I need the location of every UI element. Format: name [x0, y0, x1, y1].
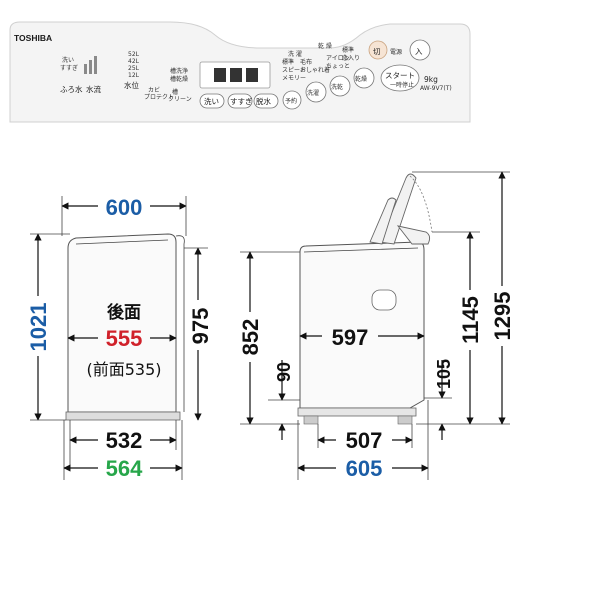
- dim-bg-back-width: [98, 325, 150, 349]
- control-panel: TOSHIBA 洗い すすぎ ふろ水 水流 52L 42L 25L 12L 水位…: [9, 21, 471, 123]
- dim-bottom-outer: 564: [106, 456, 143, 481]
- button-yoyaku[interactable]: [282, 90, 302, 110]
- button-kansou[interactable]: [353, 67, 375, 89]
- dim-lid-height: 1145: [458, 296, 483, 344]
- button-suiryu[interactable]: 水流: [86, 84, 101, 94]
- group-sentaku: 洗 濯: [288, 50, 302, 58]
- button-sentaku[interactable]: [305, 81, 327, 103]
- dim-side-depth: 597: [332, 325, 369, 350]
- label-sou-wash: 槽洗浄: [170, 67, 188, 75]
- side-top-edge: [303, 247, 419, 253]
- front-lid-edge: [75, 239, 169, 245]
- lcd-digits: [214, 68, 258, 82]
- dim-open-height: 1295: [490, 292, 515, 341]
- side-panel-top: [396, 225, 431, 245]
- dim-body-height: 975: [188, 308, 213, 345]
- level-12: 12L: [128, 72, 140, 79]
- button-power-off-label: 切: [373, 47, 381, 56]
- side-base: [297, 407, 417, 417]
- note-front-width: (前面535): [86, 360, 161, 379]
- dim-bg-bottom-outer: [98, 455, 150, 479]
- course-osharegi: おしゃれ着: [300, 66, 330, 74]
- course-speedy: スピード: [282, 67, 306, 74]
- course-hyoujun2: 標準: [342, 46, 354, 54]
- brand-logo: TOSHIBA: [14, 33, 52, 43]
- dim-bg-open-height: [490, 286, 514, 346]
- side-front-foot: [303, 415, 319, 425]
- dim-base-depth: 507: [346, 428, 383, 453]
- button-susugi-label: すすぎ: [230, 96, 253, 106]
- course-moufu: 毛布: [300, 58, 312, 66]
- button-kabi-1[interactable]: カビ: [148, 86, 160, 94]
- button-susugi[interactable]: [227, 93, 253, 109]
- button-sou-clean-1[interactable]: 槽: [172, 88, 178, 96]
- label-sou-dry: 槽乾燥: [170, 75, 188, 83]
- button-arai[interactable]: [199, 93, 225, 109]
- side-open-lid-inner: [369, 197, 397, 245]
- side-rear-foot: [397, 415, 413, 425]
- dim-bg-bottom-inner: [98, 427, 150, 451]
- side-detergent-door: [371, 289, 397, 311]
- button-dassui[interactable]: [253, 93, 279, 109]
- button-sen-kan-label: 洗乾: [331, 83, 343, 91]
- dim-side-height: 852: [238, 319, 263, 356]
- dim-bg-total-depth: [336, 455, 392, 479]
- dim-bg-top-width: [98, 194, 150, 218]
- button-start-label: スタート: [385, 71, 415, 80]
- front-body: [67, 233, 177, 413]
- course-iron: アイロン: [326, 55, 350, 62]
- course-oshare2: 念入り: [342, 54, 360, 62]
- dim-back-width: 555: [106, 326, 143, 351]
- button-sen-kan[interactable]: [329, 75, 351, 97]
- level-42: 42L: [128, 58, 140, 65]
- button-kabi-2[interactable]: プロテクト: [144, 94, 174, 101]
- button-sentaku-label: 洗濯: [307, 89, 319, 97]
- button-dassui-label: 脱水: [256, 96, 271, 106]
- group-kansou: 乾 燥: [318, 42, 332, 50]
- label-back: 後面: [107, 302, 141, 323]
- dim-rear-foot: 105: [434, 359, 454, 389]
- side-open-lid: [379, 173, 417, 245]
- dim-bg-total-height: [26, 296, 50, 356]
- course-hyoujun: 標準: [282, 58, 294, 66]
- label-araisugi1: 洗い: [62, 56, 74, 64]
- button-furo-mizu[interactable]: ふろ水: [60, 84, 83, 94]
- dim-bg-body-height: [188, 300, 212, 350]
- button-arai-label: 洗い: [204, 96, 219, 106]
- side-view: 852 90 597 105 1145 1295 507: [238, 171, 515, 481]
- button-yoyaku-label: 予約: [285, 97, 297, 105]
- dim-total-height: 1021: [26, 303, 51, 352]
- label-araisugi2: すすぎ: [60, 64, 78, 72]
- label-dengen: 電源: [390, 48, 402, 56]
- front-base: [65, 411, 181, 421]
- model-label: AW-9V7(T): [420, 85, 452, 92]
- button-suii[interactable]: 水位: [124, 80, 139, 90]
- dim-bg-base-depth: [336, 427, 392, 451]
- dim-top-width: 600: [106, 195, 143, 220]
- dim-bottom-inner: 532: [106, 428, 143, 453]
- dim-bg-side-height: [238, 312, 262, 362]
- button-power-on[interactable]: [409, 39, 431, 61]
- button-power-on-label: 入: [415, 47, 423, 56]
- level-bars-icon: [84, 56, 97, 74]
- front-view: 600 1021 975 後面 555 (前面535) 532 564: [26, 194, 213, 481]
- button-sou-clean-2[interactable]: クリーン: [168, 96, 192, 103]
- button-start-sub: 一時停止: [390, 81, 414, 89]
- lid-swing-arc: [409, 175, 433, 233]
- button-kansou-label: 乾燥: [355, 75, 367, 83]
- level-52: 52L: [128, 51, 140, 58]
- dim-bg-lid-height: [458, 290, 482, 350]
- course-chotto: ちょっと: [326, 63, 350, 70]
- course-memory: メモリー: [282, 75, 306, 82]
- level-25: 25L: [128, 65, 140, 72]
- dim-bg-side-depth: [322, 322, 378, 348]
- front-lid-rear: [175, 235, 185, 412]
- button-start[interactable]: [380, 64, 420, 92]
- button-power-off[interactable]: [368, 40, 388, 60]
- dim-foot-height: 90: [274, 362, 294, 382]
- capacity-label: 9kg: [424, 75, 438, 84]
- dim-total-depth: 605: [346, 456, 383, 481]
